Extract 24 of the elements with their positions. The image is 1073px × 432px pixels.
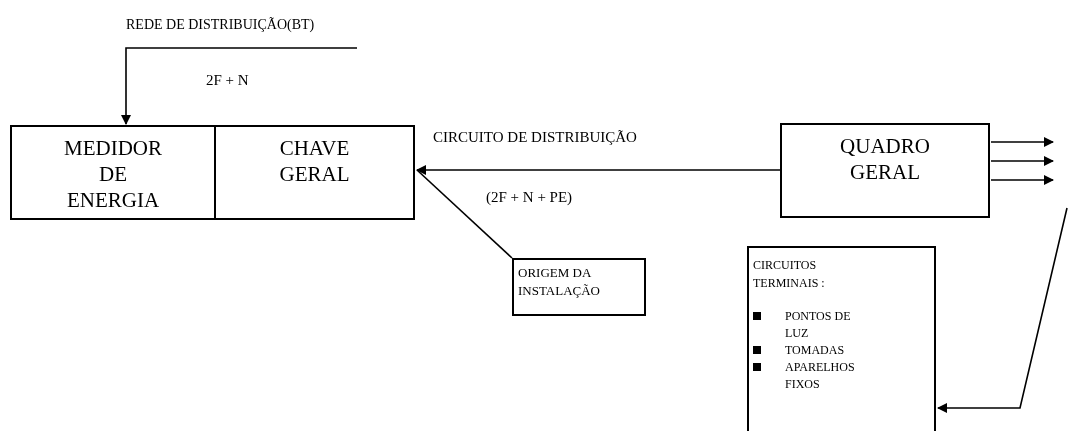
arrow — [990, 137, 1054, 147]
arrow — [990, 175, 1054, 185]
list-item: APARELHOS FIXOS — [785, 359, 856, 393]
leader-line — [416, 169, 513, 259]
arrow — [416, 165, 781, 175]
list-heading: CIRCUITOS TERMINAIS : — [753, 257, 826, 292]
box-title: QUADRO GERAL — [839, 133, 931, 185]
edge-label: CIRCUITO DE DISTRIBUIÇÃO — [433, 130, 637, 145]
list-box — [747, 246, 936, 431]
network-label: REDE DE DISTRIBUIÇÃO(BT) — [126, 16, 386, 38]
box-title: CHAVE GERAL — [278, 135, 351, 187]
arrow — [990, 156, 1054, 166]
equipment-box — [10, 125, 216, 220]
equipment-box — [216, 125, 415, 220]
equipment-box — [780, 123, 990, 218]
arrow — [937, 207, 1068, 413]
callout-text: ORIGEM DA INSTALAÇÃO — [518, 264, 601, 300]
box-title: MEDIDOR DE ENERGIA — [63, 135, 163, 213]
list-item: TOMADAS — [785, 342, 846, 359]
edge-label: 2F + N — [206, 73, 249, 88]
callout-box — [512, 258, 646, 316]
list-item: PONTOS DE LUZ — [785, 308, 852, 342]
cable-label: (2F + N + PE) — [486, 190, 573, 205]
arrow — [121, 47, 358, 125]
